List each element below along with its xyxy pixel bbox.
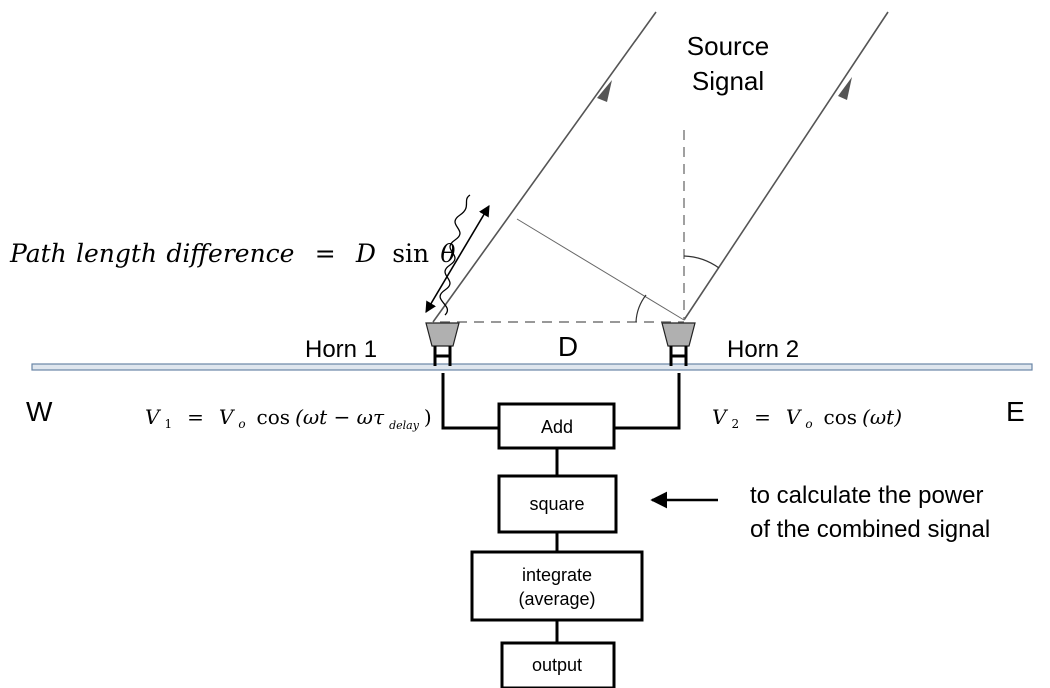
ray-arrowheads [597, 77, 852, 102]
v1-equals: = [187, 405, 204, 429]
v2-vo-symbol: V [786, 405, 803, 429]
path-length-equation: Path length difference = D sin θ [9, 239, 455, 268]
v1-args: (ωt − ωτ [295, 405, 385, 429]
v2-args: (ωt) [862, 405, 902, 429]
wire-horn-1 [441, 373, 499, 430]
east-label: E [1006, 396, 1025, 427]
v1-cos: cos [257, 405, 291, 429]
block-integrate-label-line-2: (average) [518, 589, 595, 609]
v1-close-paren: ) [424, 405, 432, 429]
v1-equation: V 1 = V o cos (ωt − ωτ delay ) [145, 405, 432, 434]
source-signal-line-1: Source [687, 31, 769, 61]
ray-right-arrowhead [838, 77, 852, 100]
block-add-label: Add [541, 417, 573, 437]
angle-arc-upper [683, 255, 720, 269]
block-output: output [500, 641, 616, 688]
block-add: Add [497, 402, 616, 450]
v2-symbol: V [712, 405, 729, 429]
horn-2-mount [669, 346, 688, 366]
source-signal-line-2: Signal [692, 66, 764, 96]
path-length-sin: sin [392, 239, 429, 268]
path-length-word-path: Path [9, 239, 67, 268]
path-length-word-length: length [76, 239, 157, 268]
horn-1-cone [425, 322, 460, 347]
v1-symbol: V [145, 405, 162, 429]
v2-equation: V 2 = V o cos (ωt) [712, 405, 902, 433]
v2-equals: = [754, 405, 771, 429]
ray-right [683, 11, 889, 321]
ground-line [31, 363, 1033, 371]
horn-1-label: Horn 1 [305, 336, 377, 363]
v1-vo-subscript: o [238, 417, 245, 431]
wavy-signal [439, 194, 471, 316]
horn-2 [661, 322, 696, 366]
v2-cos: cos [824, 405, 858, 429]
wire-horn-2 [614, 373, 681, 430]
path-length-word-difference: difference [166, 239, 294, 268]
baseline-d-label: D [558, 331, 578, 362]
horn-1 [425, 322, 460, 366]
path-length-arrow [425, 205, 490, 313]
ray-left [432, 11, 657, 323]
path-length-theta: θ [440, 239, 455, 268]
block-square: square [497, 474, 618, 534]
v1-subscript: 1 [164, 417, 172, 431]
horn-2-cone [661, 322, 696, 347]
block-output-label: output [532, 655, 582, 675]
signal-wires [441, 373, 681, 643]
power-note-line-1: to calculate the power [750, 482, 983, 509]
v2-subscript: 2 [731, 417, 739, 431]
wavefront-line [516, 218, 685, 321]
v1-tau-subscript: delay [389, 419, 420, 432]
ray-left-arrowhead [597, 80, 612, 102]
power-note-line-2: of the combined signal [750, 516, 990, 543]
block-square-label: square [529, 494, 584, 514]
path-length-equals: = [315, 239, 336, 268]
path-length-d: D [355, 239, 376, 268]
horn-2-label: Horn 2 [727, 336, 799, 363]
dashed-geometry [440, 130, 685, 323]
v1-vo-symbol: V [219, 405, 236, 429]
horn-1-mount [433, 346, 452, 366]
block-integrate-label-line-1: integrate [522, 565, 592, 585]
west-label: W [26, 396, 53, 427]
block-integrate: integrate (average) [470, 550, 644, 622]
incoming-rays [432, 11, 889, 323]
angle-arc-lower [635, 294, 647, 323]
v2-vo-subscript: o [805, 417, 812, 431]
